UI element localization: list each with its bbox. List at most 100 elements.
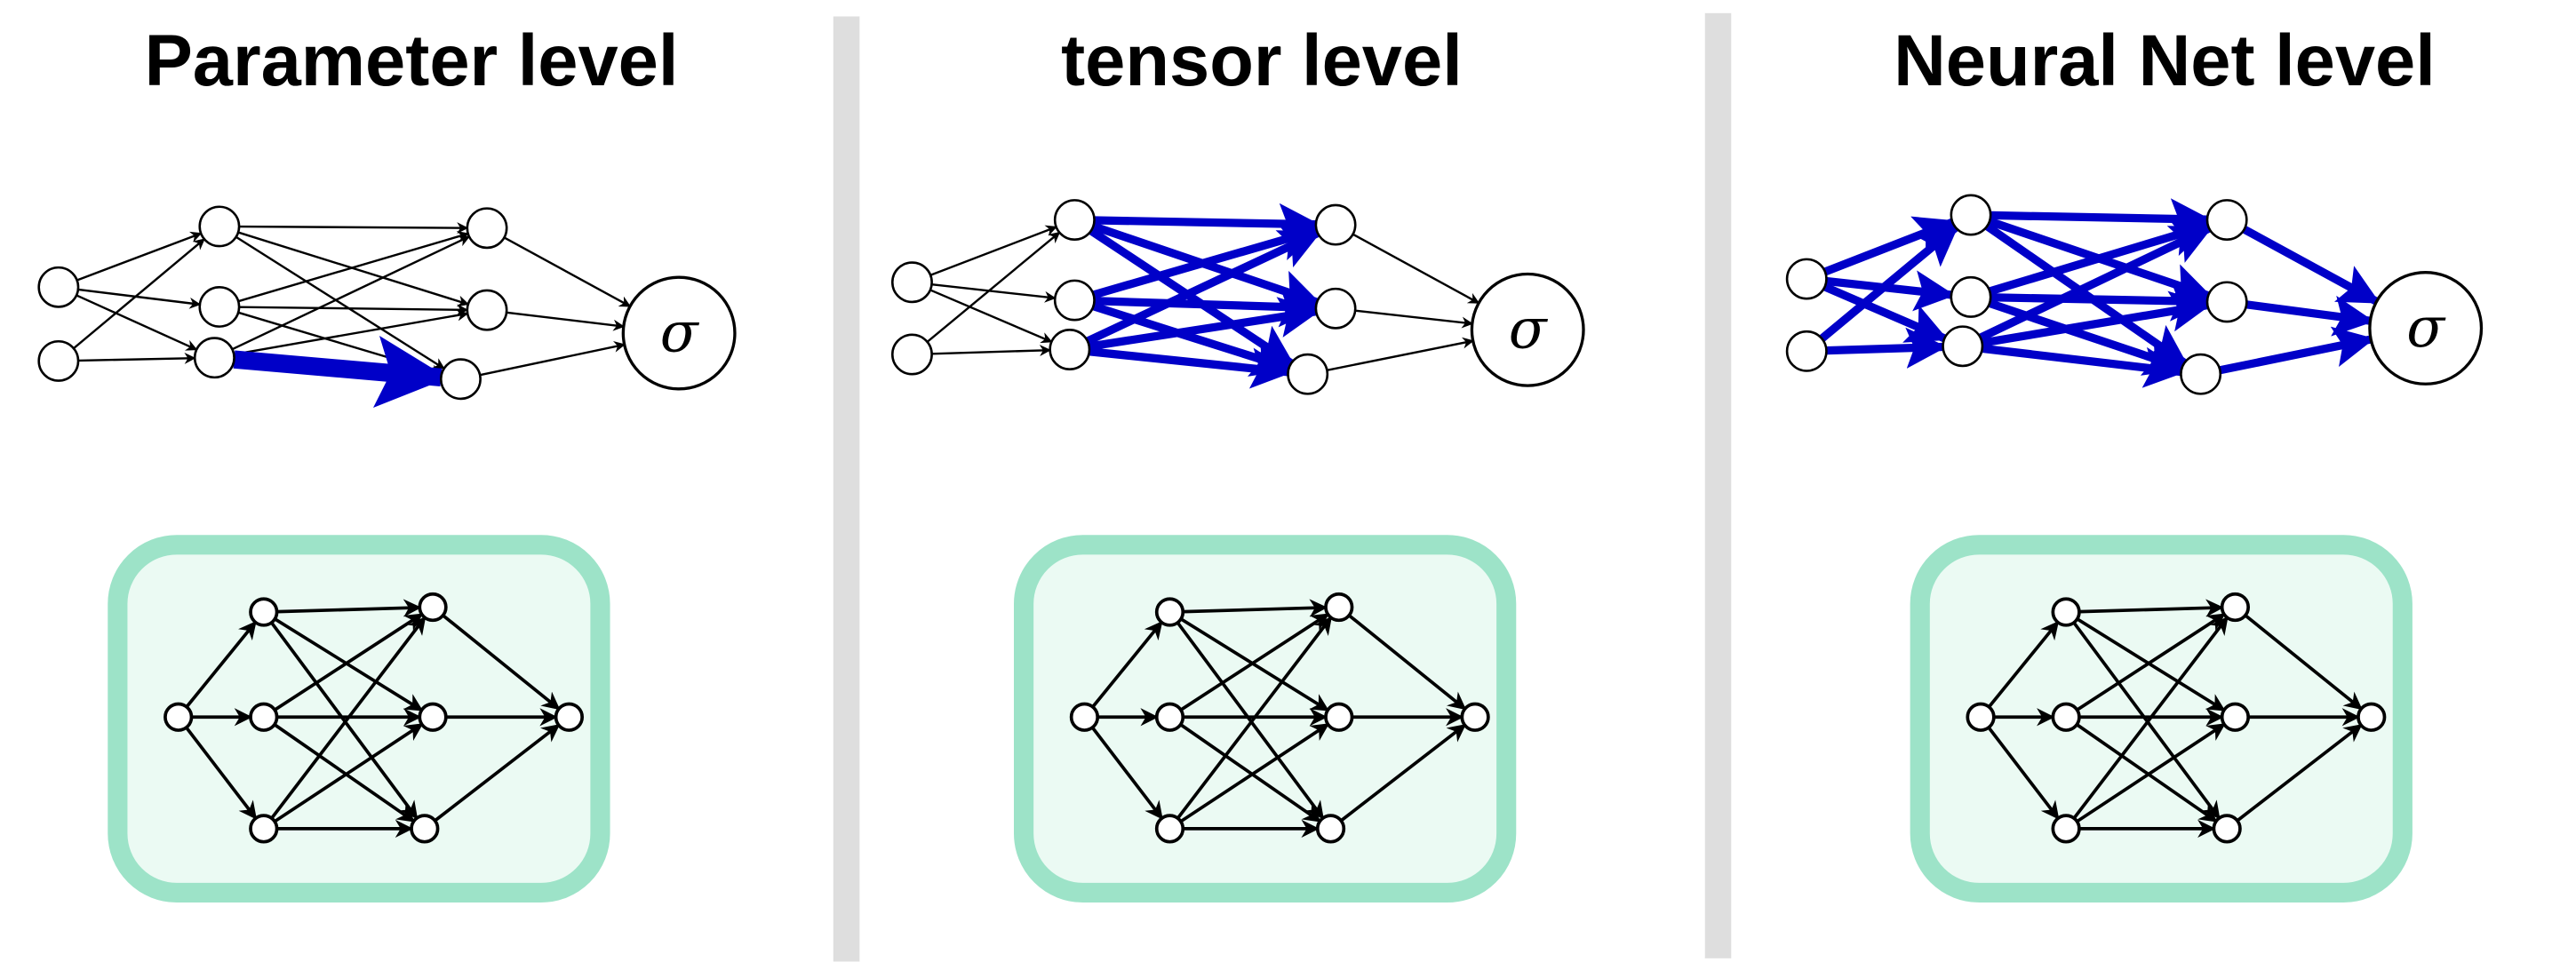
edge — [2076, 723, 2218, 823]
edge — [929, 225, 1057, 276]
edge — [2236, 723, 2363, 823]
highlighted-edge — [1981, 290, 2212, 347]
edge — [2076, 617, 2226, 712]
divider-2 — [1704, 12, 1732, 958]
edge — [185, 726, 258, 820]
neuron — [1942, 325, 1984, 368]
edge — [2076, 722, 2226, 823]
highlighted-edge — [1990, 280, 2212, 322]
neuron — [1154, 702, 1185, 732]
neuron — [1460, 702, 1490, 732]
neuron — [1049, 329, 1091, 370]
sigma-output-node — [1470, 272, 1585, 387]
highlighted-edge — [1978, 224, 2213, 342]
edge — [274, 722, 424, 823]
edge — [1348, 614, 1467, 711]
edge — [506, 311, 626, 331]
neuron — [249, 597, 279, 627]
edge — [929, 289, 1053, 344]
neuron — [1287, 353, 1329, 395]
neuron — [466, 207, 508, 250]
panel-title-parameter: Parameter level — [145, 20, 679, 101]
highlighted-edge — [1819, 224, 1959, 342]
neuron — [37, 266, 80, 308]
edge — [1352, 233, 1480, 305]
edge — [73, 238, 205, 350]
neuron — [410, 814, 440, 844]
neuron — [1315, 814, 1346, 844]
edge — [239, 222, 469, 235]
edge — [2078, 599, 2224, 617]
neuron — [163, 702, 194, 732]
edge — [1327, 337, 1474, 371]
edge — [1179, 723, 1322, 823]
edge — [2076, 613, 2226, 712]
panel-title-tensor: tensor level — [1061, 20, 1463, 101]
neuron — [1324, 592, 1354, 623]
neuron — [249, 702, 279, 732]
highlighted-edge — [1990, 198, 2212, 240]
edge — [1090, 726, 1163, 820]
edge — [2072, 621, 2221, 820]
neuron — [439, 358, 482, 401]
neuron — [1966, 702, 1996, 732]
edge — [77, 288, 202, 309]
neuron — [891, 333, 933, 376]
sigma-output-node — [2368, 270, 2484, 386]
neuron — [1950, 194, 1992, 236]
sigma-label: σ — [2406, 295, 2446, 360]
edge — [270, 616, 427, 820]
neuron — [1053, 199, 1096, 242]
neuron — [891, 261, 933, 304]
edge — [1180, 617, 1329, 712]
bottom-network-box-1 — [108, 535, 610, 903]
edge — [1091, 620, 1163, 708]
neuron — [198, 205, 241, 248]
neuron — [193, 337, 235, 379]
highlighted-edge — [1826, 327, 1948, 369]
neuron — [2051, 814, 2081, 844]
neuron — [1314, 287, 1357, 330]
edge — [274, 613, 424, 712]
highlighted-edge — [1094, 286, 1320, 328]
sigma-label: σ — [1509, 297, 1549, 362]
edge — [276, 599, 422, 617]
neuron — [1785, 330, 1828, 372]
edge — [1179, 613, 1330, 712]
neuron — [198, 285, 241, 328]
highlighted-edge — [1085, 229, 1322, 346]
edge — [2072, 616, 2229, 820]
edge — [1987, 620, 2060, 708]
panel-title-neural-net: Neural Net level — [1894, 20, 2436, 101]
edge — [231, 235, 471, 351]
neuron — [37, 339, 80, 382]
neuron — [2205, 281, 2248, 323]
neuron — [2180, 353, 2222, 395]
neuron — [1785, 258, 1828, 300]
neuron — [418, 592, 448, 623]
highlighted-edge — [1089, 347, 1293, 389]
neuron — [2205, 199, 2248, 242]
sigma-label: σ — [660, 299, 700, 364]
neuron — [418, 702, 448, 732]
edge — [1176, 621, 1325, 820]
highlighted-edge — [2245, 295, 2375, 337]
neuron — [2051, 597, 2081, 627]
sigma-output-node — [621, 275, 737, 391]
edge — [926, 231, 1061, 343]
edge — [2244, 614, 2363, 711]
edge — [1179, 722, 1330, 823]
edge — [76, 294, 198, 351]
highlighted-edge — [1982, 344, 2186, 388]
top-network-1: σ — [37, 205, 737, 408]
neuron — [2220, 592, 2251, 623]
neuron — [249, 814, 279, 844]
bottom-network-box-3 — [1910, 535, 2413, 903]
neuron — [1154, 814, 1185, 844]
edge — [239, 304, 469, 316]
highlighted-edge — [1089, 297, 1320, 351]
edge — [185, 620, 257, 708]
highlighted-edge — [233, 336, 449, 408]
edge — [270, 621, 419, 820]
neuron — [1314, 203, 1357, 246]
